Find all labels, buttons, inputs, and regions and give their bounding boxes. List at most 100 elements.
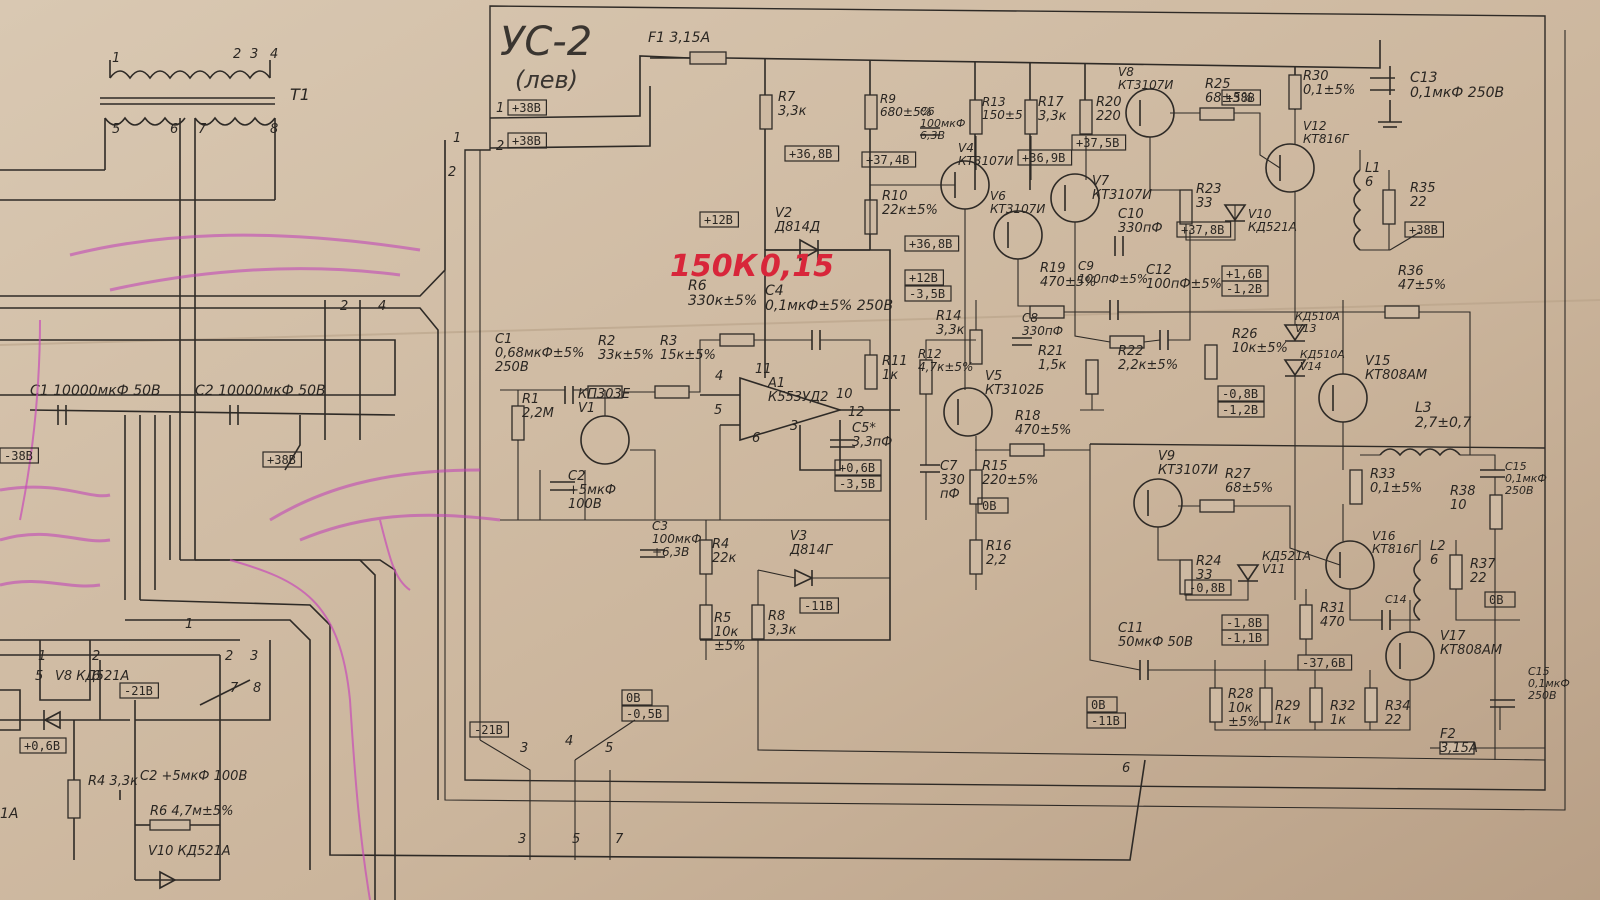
svg-text:4: 4	[378, 299, 386, 314]
svg-text:-11В: -11В	[804, 599, 833, 613]
svg-text:-1,2В: -1,2В	[1222, 403, 1258, 417]
svg-text:+37,5В: +37,5В	[1076, 136, 1119, 150]
resistor-r4	[699, 539, 713, 575]
fuse-f1	[689, 51, 727, 65]
svg-text:3: 3	[250, 649, 258, 664]
supply-bus	[0, 55, 1146, 900]
title: УС-2	[500, 19, 592, 65]
capacitors	[550, 127, 1515, 708]
pin-e5-13: 5	[605, 741, 613, 756]
resistor-r25	[1199, 107, 1235, 121]
svg-text:+38В: +38В	[512, 101, 541, 115]
svg-text:5: 5	[35, 669, 43, 684]
voltage-readings: +38В +38В +36,8В +37,4В +36,9В +37,5В +38В +12В…	[0, 89, 1516, 754]
voltage-b9: +36,8В	[904, 235, 960, 252]
resistor-r20	[1079, 99, 1093, 135]
svg-text:+36,8В: +36,8В	[789, 147, 832, 161]
svg-text:-3,5В: -3,5В	[909, 287, 945, 301]
resistor-r29	[1259, 687, 1273, 723]
svg-text:-37,6В: -37,6В	[1302, 656, 1345, 670]
resistor-r11	[864, 354, 878, 390]
pin-a10-1: 10	[836, 387, 853, 402]
resistor-r27	[1199, 499, 1235, 513]
voltage-b15: +38В	[1404, 221, 1445, 238]
svg-text:1: 1	[38, 649, 46, 664]
svg-text:+38В: +38В	[1226, 91, 1255, 105]
resistor-r16	[969, 539, 983, 575]
subtitle: (лев)	[515, 66, 578, 94]
svg-text:+38В: +38В	[267, 453, 296, 467]
svg-text:-11В: -11В	[1091, 714, 1120, 728]
voltage-b6: +37,5В	[1071, 134, 1127, 151]
resistor-r13	[969, 99, 983, 135]
svg-text:1: 1	[185, 617, 193, 632]
svg-text:+12В: +12В	[704, 213, 733, 227]
pin-e7-16: 7	[615, 832, 624, 847]
voltage-b22: -0,8В	[1184, 579, 1232, 596]
handwritten-015: 0,15	[760, 249, 834, 284]
resistor-r5	[699, 604, 713, 640]
voltage-b35: +0,6В	[19, 737, 67, 754]
voltage-b17: -1,2В	[1217, 401, 1265, 418]
label-c14: С14	[1385, 593, 1407, 606]
transformer-t1: Т1 1 2 3 4 5 6 7 8	[0, 47, 310, 560]
svg-text:+36,8В: +36,8В	[909, 237, 952, 251]
pin-c2-10: 2	[448, 165, 456, 180]
svg-text:+36,9В: +36,9В	[1022, 151, 1065, 165]
svg-text:-1,8В: -1,8В	[1226, 616, 1262, 630]
bottom-connectors	[479, 150, 636, 860]
resistor-r32	[1309, 687, 1323, 723]
inductors	[1353, 169, 1461, 621]
voltage-b4: +37,4В	[861, 151, 917, 168]
resistor-r35	[1382, 189, 1396, 225]
label-c5: С5*3,3пФ	[852, 421, 892, 450]
voltage-b13: +1,6В	[1221, 265, 1269, 282]
pin-e5-15: 5	[572, 832, 580, 847]
svg-text:-1,2В: -1,2В	[1226, 282, 1262, 296]
voltage-b8: +12В	[699, 211, 740, 228]
pin-a4-3: 4	[715, 369, 723, 384]
voltage-b16: -0,8В	[1217, 385, 1265, 402]
pin-e3-14: 3	[518, 832, 526, 847]
resistor-r30	[1288, 74, 1302, 110]
svg-text:6: 6	[170, 122, 178, 137]
resistor-r26	[1204, 344, 1218, 380]
transistor-v5	[943, 387, 993, 437]
pin-a5-4: 5	[714, 403, 722, 418]
svg-text:2: 2	[225, 649, 233, 664]
voltage-b24: -1,1В	[1221, 629, 1269, 646]
voltage-b10: +12В	[904, 269, 945, 286]
voltage-b23: -1,8В	[1221, 614, 1269, 631]
voltage-b31: -0,5В	[621, 705, 669, 722]
pin-c1-7: 1	[496, 101, 504, 116]
resistor-r8	[751, 604, 765, 640]
svg-text:3: 3	[250, 47, 258, 62]
svg-text:-0,5В: -0,5В	[626, 707, 662, 721]
voltage-b32: -38В	[0, 447, 40, 464]
svg-text:2: 2	[340, 299, 348, 314]
